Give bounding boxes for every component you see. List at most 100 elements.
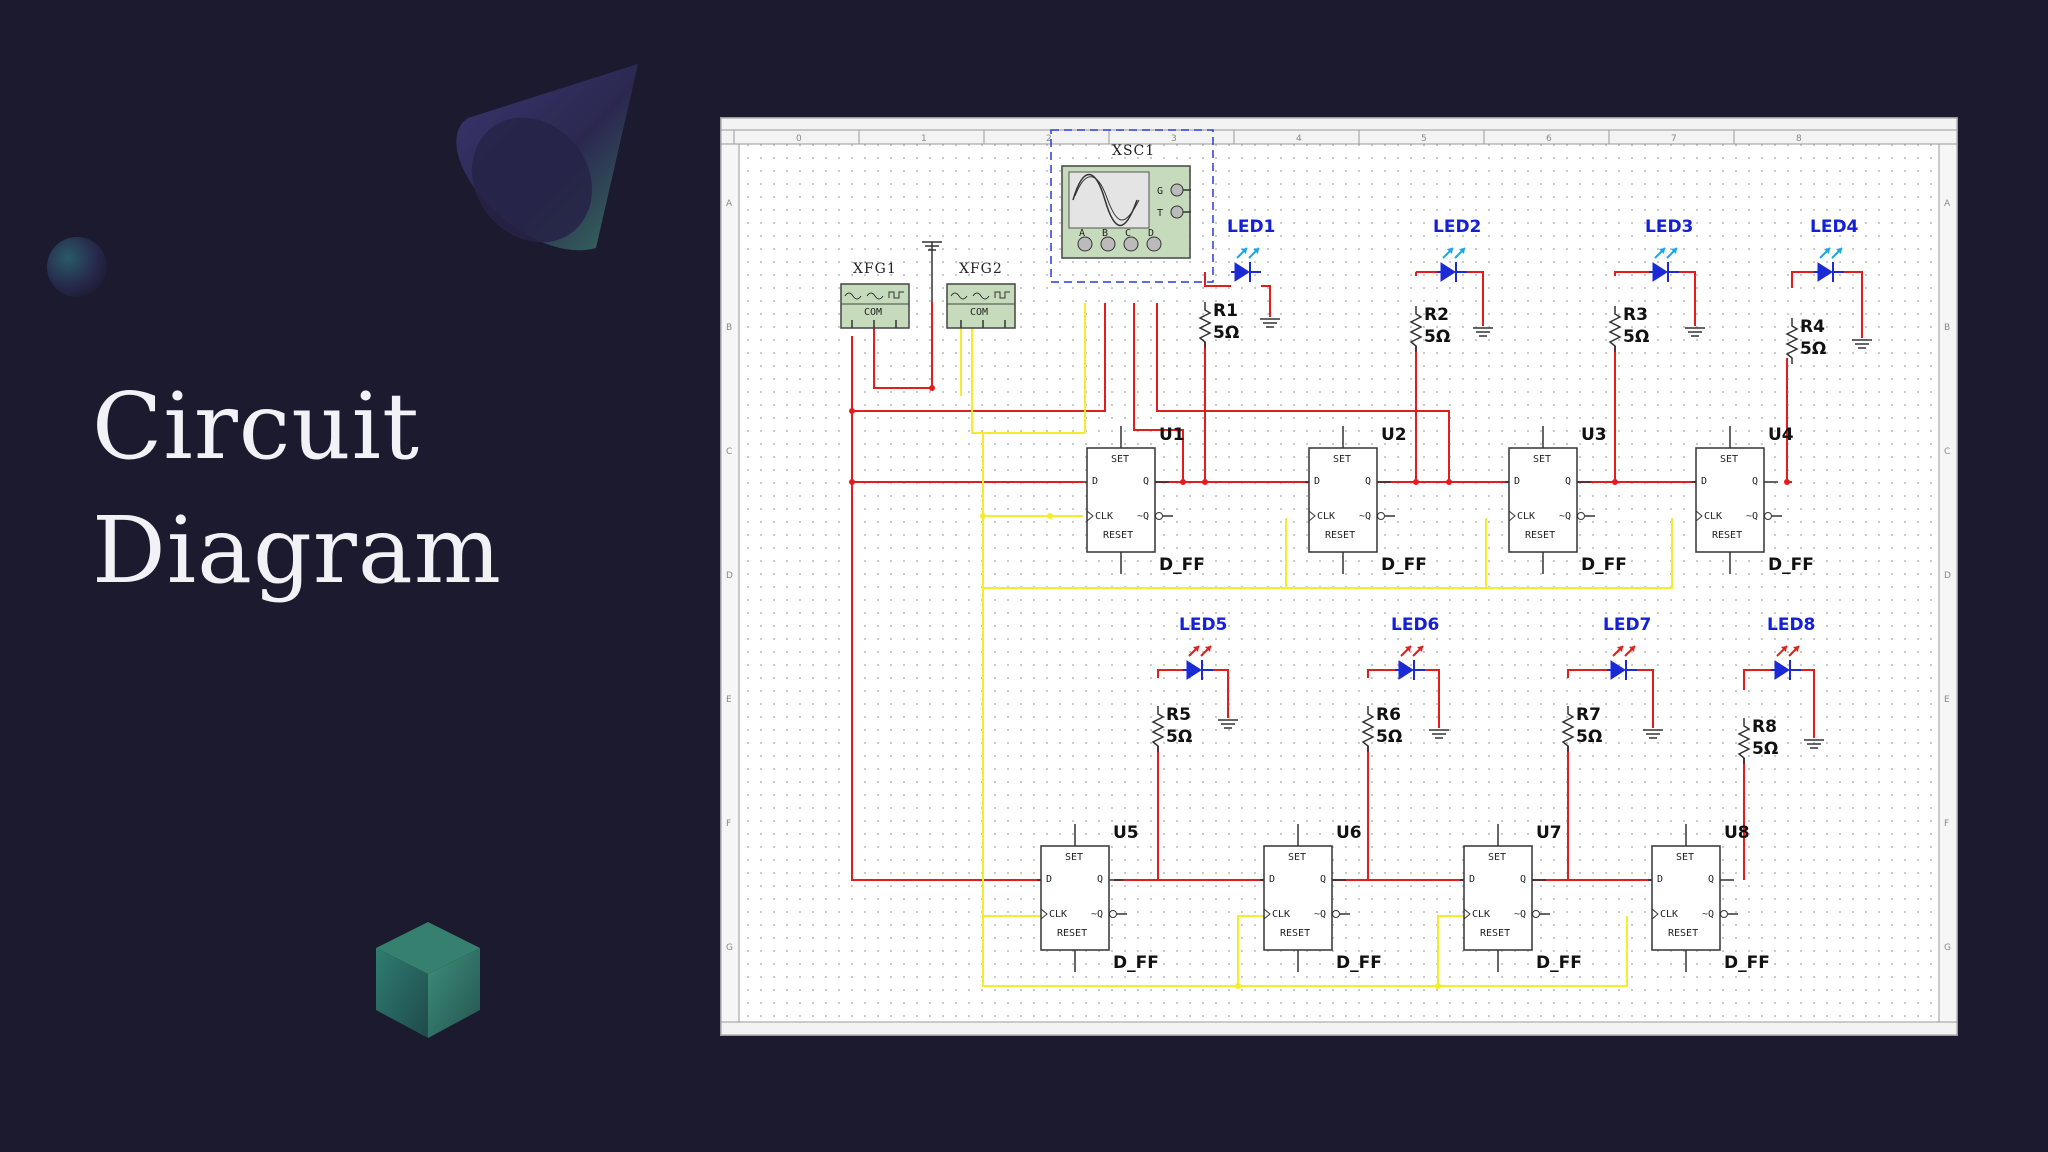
ff-pin-clk: CLK bbox=[1517, 511, 1535, 522]
ff-name-label: U2 bbox=[1381, 425, 1407, 445]
ff-name-label: U8 bbox=[1724, 823, 1750, 843]
led-label: LED7 bbox=[1603, 615, 1651, 635]
ff-type-label: D_FF bbox=[1336, 953, 1382, 973]
ruler-right-label: F bbox=[1944, 819, 1949, 829]
title-line-1: Circuit bbox=[92, 373, 420, 480]
led-label: LED6 bbox=[1391, 615, 1439, 635]
resistor-value: 5Ω bbox=[1213, 323, 1239, 343]
ff-pin-d: D bbox=[1046, 874, 1052, 885]
ruler-right-label: B bbox=[1944, 323, 1950, 333]
ruler-top-label: 8 bbox=[1796, 134, 1802, 144]
ff-pin-qn: ~Q bbox=[1091, 909, 1103, 920]
scope-channel-a: A bbox=[1079, 228, 1085, 239]
ruler-left-label: B bbox=[726, 323, 732, 333]
resistor-value: 5Ω bbox=[1166, 727, 1192, 747]
scope-terminal-t: T bbox=[1157, 208, 1163, 219]
ff-pin-set: SET bbox=[1111, 454, 1129, 465]
ff-name-label: U6 bbox=[1336, 823, 1362, 843]
ruler-top-label: 0 bbox=[796, 134, 802, 144]
ff-pin-set: SET bbox=[1065, 852, 1083, 863]
led-7: LED7 bbox=[1603, 615, 1651, 680]
ruler-right-label: C bbox=[1944, 447, 1950, 457]
generator-1-com: COM bbox=[864, 307, 882, 318]
ruler-right-label: A bbox=[1944, 199, 1951, 209]
ruler-top-label: 6 bbox=[1546, 134, 1552, 144]
scope-channel-d: D bbox=[1148, 228, 1154, 239]
ff-pin-d: D bbox=[1269, 874, 1275, 885]
ff-pin-qn: ~Q bbox=[1359, 511, 1371, 522]
ruler-top-label: 2 bbox=[1046, 134, 1052, 144]
scope-channel-b: B bbox=[1102, 228, 1108, 239]
sphere-shape bbox=[47, 237, 107, 297]
ff-pin-clk: CLK bbox=[1704, 511, 1722, 522]
led-3: LED3 bbox=[1645, 217, 1693, 282]
led-4: LED4 bbox=[1810, 217, 1859, 282]
ff-pin-q: Q bbox=[1365, 476, 1371, 487]
ff-type-label: D_FF bbox=[1113, 953, 1159, 973]
ground-symbol bbox=[1260, 318, 1280, 328]
ff-name-label: U1 bbox=[1159, 425, 1185, 445]
ground-symbol bbox=[1804, 739, 1824, 749]
ff-pin-q: Q bbox=[1143, 476, 1149, 487]
cone-shape bbox=[456, 64, 638, 251]
ff-pin-d: D bbox=[1657, 874, 1663, 885]
ff-pin-qn: ~Q bbox=[1314, 909, 1326, 920]
resistor-value: 5Ω bbox=[1424, 327, 1450, 347]
ff-pin-q: Q bbox=[1708, 874, 1714, 885]
ff-pin-reset: RESET bbox=[1280, 928, 1310, 939]
ground-symbol bbox=[1685, 327, 1705, 337]
ff-pin-clk: CLK bbox=[1095, 511, 1113, 522]
resistor-value: 5Ω bbox=[1376, 727, 1402, 747]
ruler-left-label: A bbox=[726, 199, 733, 209]
ff-type-label: D_FF bbox=[1768, 555, 1814, 575]
oscilloscope-label: XSC1 bbox=[1112, 143, 1155, 159]
ruler-left-label: C bbox=[726, 447, 732, 457]
slide-title: Circuit Diagram bbox=[92, 365, 502, 613]
ff-pin-reset: RESET bbox=[1103, 530, 1133, 541]
ff-name-label: U7 bbox=[1536, 823, 1562, 843]
ff-pin-set: SET bbox=[1720, 454, 1738, 465]
ff-pin-reset: RESET bbox=[1668, 928, 1698, 939]
resistor-name: R7 bbox=[1576, 705, 1601, 725]
ff-pin-reset: RESET bbox=[1057, 928, 1087, 939]
generator-1-label: XFG1 bbox=[853, 261, 897, 277]
led-5: LED5 bbox=[1179, 615, 1227, 680]
ground-symbol bbox=[922, 241, 942, 302]
led-label: LED8 bbox=[1767, 615, 1815, 635]
ground-symbol bbox=[1429, 729, 1449, 739]
ff-pin-d: D bbox=[1092, 476, 1098, 487]
ruler-top-label: 5 bbox=[1421, 134, 1427, 144]
ff-pin-clk: CLK bbox=[1660, 909, 1678, 920]
ff-pin-set: SET bbox=[1676, 852, 1694, 863]
resistor-name: R3 bbox=[1623, 305, 1648, 325]
resistor-name: R2 bbox=[1424, 305, 1449, 325]
ff-type-label: D_FF bbox=[1581, 555, 1627, 575]
ground-symbol bbox=[1643, 729, 1663, 739]
ff-pin-qn: ~Q bbox=[1137, 511, 1149, 522]
resistor-name: R1 bbox=[1213, 301, 1238, 321]
ff-pin-q: Q bbox=[1565, 476, 1571, 487]
resistor-value: 5Ω bbox=[1623, 327, 1649, 347]
ruler-top-label: 4 bbox=[1296, 134, 1302, 144]
generator-2-label: XFG2 bbox=[959, 261, 1003, 277]
ground-symbol bbox=[1852, 339, 1872, 349]
ff-pin-qn: ~Q bbox=[1514, 909, 1526, 920]
ruler-top-label: 7 bbox=[1671, 134, 1677, 144]
scope-terminal-g: G bbox=[1157, 186, 1163, 197]
ff-pin-qn: ~Q bbox=[1702, 909, 1714, 920]
ground-symbol bbox=[1473, 327, 1493, 337]
led-label: LED4 bbox=[1810, 217, 1859, 237]
ruler-right-label: E bbox=[1944, 695, 1950, 705]
ground-symbol bbox=[1218, 719, 1238, 729]
ff-pin-reset: RESET bbox=[1712, 530, 1742, 541]
